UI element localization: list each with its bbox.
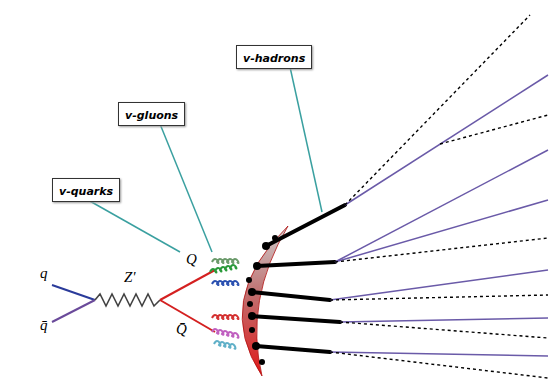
v-gluon [210, 265, 236, 273]
particle-label: Q̄ [176, 322, 187, 337]
v-gluon [212, 281, 238, 285]
particle-label: q̄ [40, 318, 48, 333]
v-gluon [212, 259, 238, 263]
v-gluon [212, 315, 238, 319]
particle-label: q [40, 266, 48, 281]
particle-label: Z' [124, 270, 136, 285]
tag-label: v-quarks [59, 185, 113, 198]
decay-lines [330, 75, 548, 356]
v-gluon [214, 341, 235, 349]
leader-lines [88, 67, 322, 252]
tag-label: v-hadrons [243, 52, 305, 65]
antiquark-line [52, 300, 95, 322]
quark-line [52, 285, 95, 300]
v-hadron-lines [252, 205, 345, 352]
v-gluon [212, 329, 238, 338]
tag-label: v-gluons [125, 109, 178, 122]
tag-box: v-quarks [52, 178, 120, 202]
hadronization-crescent [242, 226, 288, 376]
crescent-dots [246, 235, 278, 365]
tag-box: v-hadrons [236, 45, 312, 69]
v-quark-line [160, 270, 215, 300]
particle-label: Q [186, 252, 197, 267]
zprime-propagator [95, 294, 160, 306]
dotted-decay-lines [330, 15, 548, 378]
tag-box: v-gluons [118, 102, 185, 126]
v-antiquark-line [160, 300, 215, 332]
